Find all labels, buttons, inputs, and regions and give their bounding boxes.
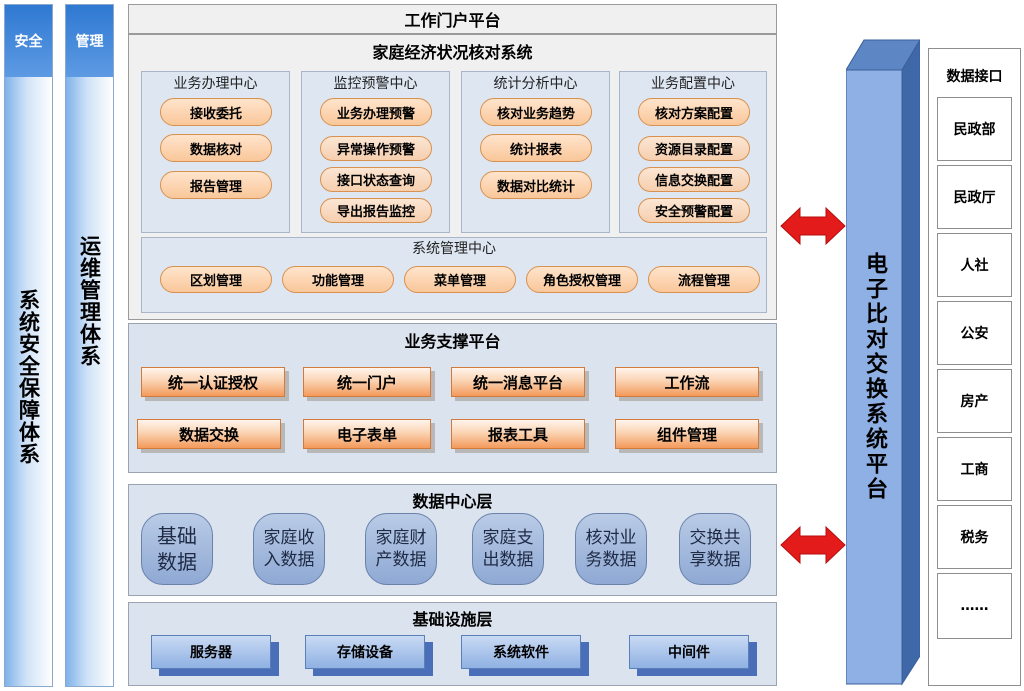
data-compare-item[interactable]: 数据对比统计 (480, 171, 592, 199)
exchange-share-node[interactable]: 交换共享数据 (679, 513, 751, 585)
function-management-item[interactable]: 功能管理 (282, 266, 394, 293)
interface-item-mca[interactable]: 民政部 (937, 97, 1012, 161)
infrastructure-layer: 基础设施层 服务器 存储设备 系统软件 中间件 (128, 602, 777, 686)
statistical-analysis-center: 统计分析中心 核对业务趋势 统计报表 数据对比统计 (461, 71, 610, 233)
system-title: 家庭经济状况核对系统 (372, 43, 533, 62)
infrastructure-title: 基础设施层 (412, 610, 493, 629)
center-title: 系统管理中心 (412, 241, 496, 257)
family-expense-node[interactable]: 家庭支出数据 (472, 513, 544, 585)
exchange-platform-label: 电子比对交换系统平台 (862, 252, 887, 502)
workflow-button[interactable]: 工作流 (615, 367, 759, 397)
interface-item-tax[interactable]: 税务 (937, 505, 1012, 569)
resource-catalog-item[interactable]: 资源目录配置 (638, 136, 750, 161)
statistics-report-item[interactable]: 统计报表 (480, 134, 592, 162)
abnormal-operation-item[interactable]: 异常操作预警 (320, 136, 432, 161)
report-management-item[interactable]: 报告管理 (160, 171, 272, 199)
export-report-item[interactable]: 导出报告监控 (320, 198, 432, 223)
center-title: 统计分析中心 (493, 76, 578, 92)
family-income-label: 家庭收入数据 (263, 528, 315, 570)
support-title: 业务支撑平台 (404, 332, 501, 351)
business-support-platform: 业务支撑平台 统一认证授权 统一门户 统一消息平台 工作流 数据交换 电子表单 … (128, 323, 777, 473)
unified-message-button[interactable]: 统一消息平台 (451, 367, 585, 397)
basic-data-label: 基础数据 (157, 524, 197, 574)
menu-management-item[interactable]: 菜单管理 (404, 266, 516, 293)
region-management-item[interactable]: 区划管理 (160, 266, 272, 293)
data-check-item[interactable]: 数据核对 (160, 134, 272, 162)
interface-item-police[interactable]: 公安 (937, 301, 1012, 365)
center-title: 业务办理中心 (173, 76, 258, 92)
family-economy-system: 家庭经济状况核对系统 业务办理中心 接收委托 数据核对 报告管理 监控预警中心 … (128, 34, 777, 320)
business-handling-center: 业务办理中心 接收委托 数据核对 报告管理 (141, 71, 290, 233)
center-title: 业务配置中心 (651, 76, 735, 92)
management-bar: 管理 运维管理体系 (65, 4, 114, 687)
component-management-button[interactable]: 组件管理 (615, 419, 759, 449)
management-bar-label: 运维管理体系 (77, 235, 102, 367)
report-tool-button[interactable]: 报表工具 (451, 419, 585, 449)
info-exchange-item[interactable]: 信息交换配置 (638, 167, 750, 192)
family-property-node[interactable]: 家庭财产数据 (365, 513, 437, 585)
security-bar: 安全 系统安全保障体系 (4, 4, 53, 687)
unified-auth-button[interactable]: 统一认证授权 (141, 367, 285, 397)
interface-item-civil-affairs[interactable]: 民政厅 (937, 165, 1012, 229)
security-warning-item[interactable]: 安全预警配置 (638, 198, 750, 223)
interface-status-item[interactable]: 接口状态查询 (320, 167, 432, 192)
monitoring-warning-center: 监控预警中心 业务办理预警 异常操作预警 接口状态查询 导出报告监控 (301, 71, 450, 233)
interface-item-commerce[interactable]: 工商 (937, 437, 1012, 501)
center-title: 监控预警中心 (333, 76, 418, 92)
family-property-label: 家庭财产数据 (375, 528, 427, 570)
check-plan-item[interactable]: 核对方案配置 (638, 98, 750, 126)
interface-item-hrss[interactable]: 人社 (937, 233, 1012, 297)
unified-portal-button[interactable]: 统一门户 (303, 367, 431, 397)
check-business-node[interactable]: 核对业务数据 (575, 513, 647, 585)
security-bar-label: 系统安全保障体系 (16, 289, 41, 465)
role-auth-item[interactable]: 角色授权管理 (526, 266, 638, 293)
interface-item-more[interactable]: …… (937, 573, 1012, 639)
exchange-share-label: 交换共享数据 (689, 528, 741, 570)
system-software-block[interactable]: 系统软件 (461, 635, 581, 669)
management-bar-header: 管理 (66, 5, 113, 77)
family-expense-label: 家庭支出数据 (482, 528, 534, 570)
server-block[interactable]: 服务器 (151, 635, 271, 669)
data-interface-panel: 数据接口 民政部 民政厅 人社 公安 房产 工商 税务 …… (928, 48, 1021, 686)
tower-shape (846, 39, 920, 686)
interface-item-real-estate[interactable]: 房产 (937, 369, 1012, 433)
family-income-node[interactable]: 家庭收入数据 (253, 513, 325, 585)
storage-block[interactable]: 存储设备 (305, 635, 425, 669)
exchange-arrow-upper (780, 206, 846, 246)
exchange-platform-tower: 电子比对交换系统平台 (846, 38, 920, 686)
data-interface-title: 数据接口 (946, 69, 1003, 85)
security-bar-header: 安全 (5, 5, 52, 77)
system-management-center: 系统管理中心 区划管理 功能管理 菜单管理 角色授权管理 流程管理 (141, 237, 767, 313)
data-center-layer: 数据中心层 基础数据 家庭收入数据 家庭财产数据 家庭支出数据 核对业务数据 交… (128, 484, 777, 596)
portal-title: 工作门户平台 (128, 4, 777, 34)
receive-commission-item[interactable]: 接收委托 (160, 98, 272, 126)
basic-data-node[interactable]: 基础数据 (141, 513, 213, 585)
workflow-management-item[interactable]: 流程管理 (648, 266, 760, 293)
check-trend-item[interactable]: 核对业务趋势 (480, 98, 592, 126)
check-business-label: 核对业务数据 (585, 528, 637, 570)
business-config-center: 业务配置中心 核对方案配置 资源目录配置 信息交换配置 安全预警配置 (619, 71, 767, 233)
business-warning-item[interactable]: 业务办理预警 (320, 98, 432, 126)
exchange-arrow-lower (780, 525, 846, 565)
e-form-button[interactable]: 电子表单 (303, 419, 431, 449)
datacenter-title: 数据中心层 (412, 492, 493, 511)
data-exchange-button[interactable]: 数据交换 (137, 419, 281, 449)
middleware-block[interactable]: 中间件 (629, 635, 749, 669)
